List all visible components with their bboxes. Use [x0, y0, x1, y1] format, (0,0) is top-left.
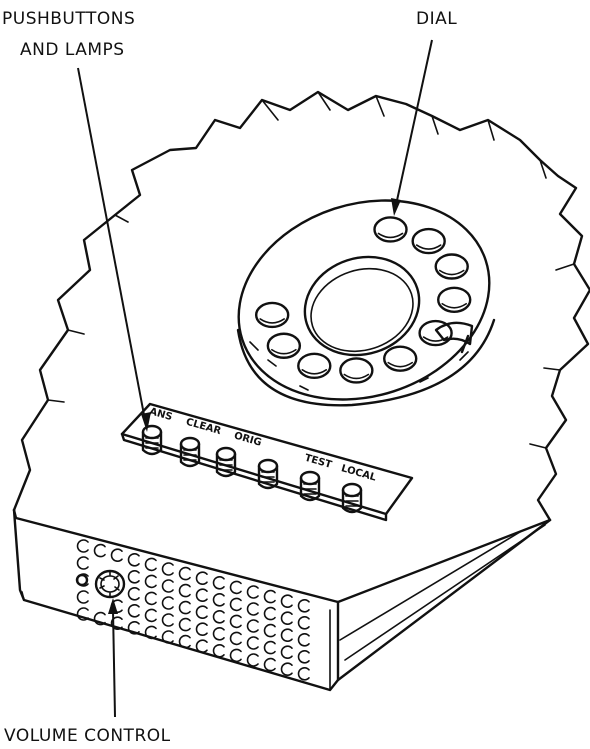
grille-hole — [299, 634, 309, 646]
dial-finger-hole[interactable] — [438, 288, 470, 312]
grille-hole — [180, 619, 190, 631]
grille-hole — [282, 612, 292, 624]
grille-hole — [197, 623, 207, 635]
grille-hole — [214, 577, 224, 589]
grille-hole — [197, 572, 207, 584]
grille-hole — [282, 629, 292, 641]
grille-hole — [265, 659, 275, 671]
grille-hole — [163, 563, 173, 575]
grille-hole — [231, 598, 241, 610]
grille-hole — [78, 591, 88, 603]
torn-edge-texture — [48, 92, 574, 448]
grille-hole — [248, 654, 258, 666]
volume-leader-arrow — [108, 598, 118, 717]
grille-hole — [78, 557, 88, 569]
grille-hole — [95, 545, 105, 557]
grille-hole — [231, 632, 241, 644]
grille-hole — [146, 609, 156, 621]
finger-stop-hook — [462, 336, 468, 352]
grille-hole — [299, 668, 309, 680]
grille-hole — [265, 642, 275, 654]
grille-hole — [299, 651, 309, 663]
grille-hole — [146, 592, 156, 604]
grille-hole — [163, 597, 173, 609]
grille-hole — [180, 636, 190, 648]
volume-control-callout: VOLUME CONTROL — [4, 726, 171, 746]
grille-hole — [231, 649, 241, 661]
panel-side-shade — [340, 525, 545, 660]
pushbuttons-callout-line1: PUSHBUTTONS — [2, 9, 135, 29]
dial-finger-hole[interactable] — [298, 354, 330, 378]
grille-hole — [129, 588, 139, 600]
grille-hole — [163, 614, 173, 626]
grille-hole — [265, 625, 275, 637]
grille-hole — [299, 600, 309, 612]
dial-finger-holes[interactable] — [256, 217, 470, 382]
dial-base-side — [238, 320, 494, 405]
grille-hole — [299, 617, 309, 629]
torn-panel-outline — [14, 92, 590, 520]
grille-hole — [282, 646, 292, 658]
grille-hole — [265, 591, 275, 603]
grille-hole — [146, 575, 156, 587]
volume-knob-screw — [77, 575, 87, 585]
grille-hole — [248, 603, 258, 615]
dial-finger-hole[interactable] — [413, 229, 445, 253]
grille-hole — [214, 611, 224, 623]
grille-hole — [180, 585, 190, 597]
grille-hole — [248, 637, 258, 649]
grille-hole — [180, 602, 190, 614]
dial-finger-hole[interactable] — [340, 358, 372, 382]
dial-finger-hole[interactable] — [268, 334, 300, 358]
dial-finger-hole[interactable] — [375, 217, 407, 241]
grille-hole — [265, 608, 275, 620]
grille-hole — [231, 615, 241, 627]
volume-knob-inner — [101, 576, 119, 592]
dial-callout: DIAL — [416, 9, 457, 29]
grille-hole — [231, 581, 241, 593]
dial-leader-arrow — [391, 40, 432, 216]
grille-hole — [78, 540, 88, 552]
grille-hole — [248, 586, 258, 598]
grille-hole — [163, 580, 173, 592]
dial-finger-hole[interactable] — [256, 303, 288, 327]
grille-hole — [197, 589, 207, 601]
grille-hole — [129, 571, 139, 583]
grille-hole — [112, 549, 122, 561]
grille-hole — [214, 628, 224, 640]
grille-hole — [197, 606, 207, 618]
volume-knob-knurl — [100, 571, 119, 597]
grille-hole — [214, 645, 224, 657]
label-orig: ORIG — [233, 430, 263, 448]
pushbuttons-leader-arrow — [78, 68, 151, 432]
dial-finger-hole[interactable] — [436, 255, 468, 279]
grille-hole — [282, 663, 292, 675]
grille-hole — [129, 554, 139, 566]
speaker-grille — [78, 540, 309, 680]
volume-control-knob[interactable] — [77, 571, 124, 597]
grille-hole — [146, 558, 156, 570]
grille-hole — [197, 640, 207, 652]
grille-hole — [214, 594, 224, 606]
dial-finger-hole[interactable] — [384, 347, 416, 371]
grille-hole — [129, 605, 139, 617]
grille-hole — [282, 595, 292, 607]
pushbuttons-callout-line2: AND LAMPS — [20, 40, 125, 60]
panel-front-top-edge — [14, 510, 550, 602]
grille-hole — [180, 568, 190, 580]
rotary-dial[interactable] — [213, 169, 516, 431]
grille-hole — [248, 620, 258, 632]
